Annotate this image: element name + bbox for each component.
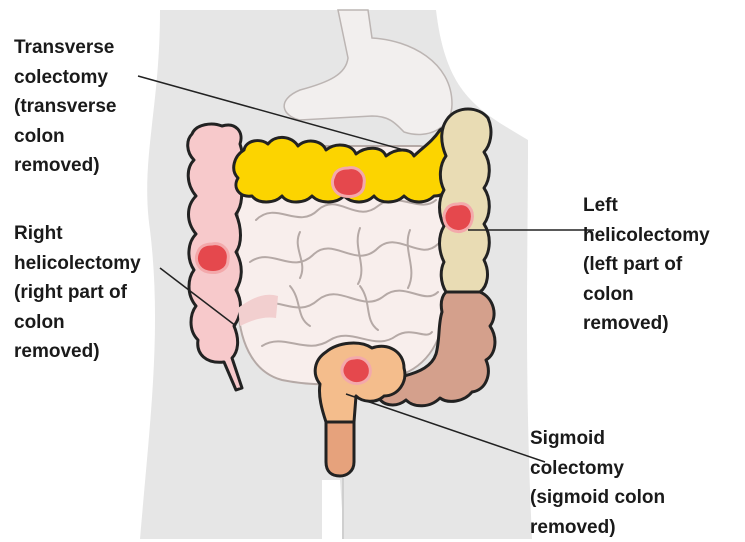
label-line: helicolectomy — [14, 249, 141, 279]
descending-colon-upper — [440, 109, 491, 292]
label-transverse-colectomy: Transverse colectomy (transverse colon r… — [14, 33, 116, 181]
label-line: Left — [583, 191, 710, 221]
label-line: (sigmoid colon — [530, 483, 665, 513]
tumor-ascending — [196, 244, 228, 273]
label-line: removed) — [14, 151, 116, 181]
label-line: (right part of — [14, 278, 141, 308]
label-line: removed) — [583, 309, 710, 339]
label-line: (left part of — [583, 250, 710, 280]
label-line: (transverse — [14, 92, 116, 122]
tumor-sigmoid — [342, 358, 370, 384]
label-line: Sigmoid — [530, 424, 665, 454]
label-line: helicolectomy — [583, 221, 710, 251]
label-left-helicolectomy: Left helicolectomy (left part of colon r… — [583, 191, 710, 339]
label-sigmoid-colectomy: Sigmoid colectomy (sigmoid colon removed… — [530, 424, 665, 542]
tumor-descending — [444, 204, 472, 232]
label-line: removed) — [530, 513, 665, 542]
rectum — [326, 422, 354, 476]
label-line: colon — [14, 122, 116, 152]
label-line: colectomy — [14, 63, 116, 93]
label-line: Right — [14, 219, 141, 249]
label-line: removed) — [14, 337, 141, 367]
label-line: colon — [583, 280, 710, 310]
label-line: Transverse — [14, 33, 116, 63]
label-line: colectomy — [530, 454, 665, 484]
tumor-transverse — [332, 168, 364, 197]
label-right-helicolectomy: Right helicolectomy (right part of colon… — [14, 219, 141, 367]
label-line: colon — [14, 308, 141, 338]
